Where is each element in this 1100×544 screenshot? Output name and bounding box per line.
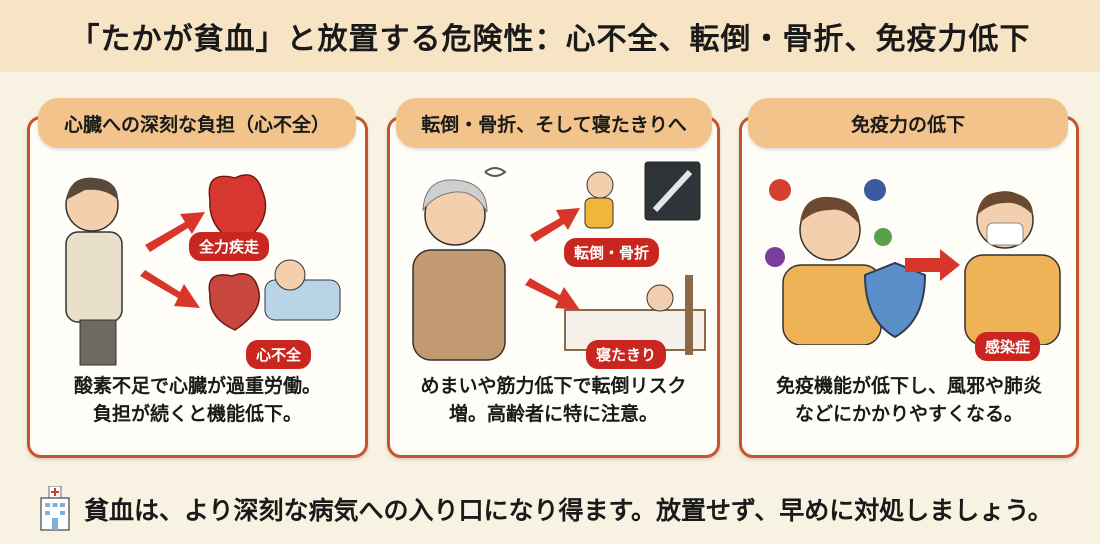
panel-description-heart: 酸素不足で心臓が過重労働。 負担が続くと機能低下。 bbox=[27, 372, 368, 428]
sleeping-patient-icon bbox=[264, 259, 341, 321]
title-banner: 「たかが貧血」と放置する危険性：心不全、転倒・骨折、免疫力低下 bbox=[0, 0, 1100, 72]
fall-fracture-illustration bbox=[412, 161, 706, 361]
desc-line: などにかかりやすくなる。 bbox=[794, 403, 1023, 425]
dizzy-elderly-woman-icon bbox=[412, 167, 507, 361]
heart-strain-illustration bbox=[65, 174, 341, 366]
shield-icon bbox=[863, 261, 927, 339]
xray-icon bbox=[644, 161, 701, 221]
badge-bedridden: 寝たきり bbox=[586, 340, 667, 369]
footer-message: 貧血は、より深刻な病気への入り口になり得ます。放置せず、早めに対処しましょう。 bbox=[40, 486, 1053, 532]
boy-icon bbox=[782, 196, 882, 345]
panel-heading-fall: 転倒・骨折、そして寝たきりへ bbox=[396, 98, 712, 148]
sick-person-mask-icon bbox=[964, 191, 1061, 345]
falling-boy-icon bbox=[584, 171, 614, 229]
desc-line: 酸素不足で心臓が過重労働。 bbox=[73, 375, 321, 397]
badge-heart-failure: 心不全 bbox=[246, 340, 312, 369]
page-title: 「たかが貧血」と放置する危険性：心不全、転倒・骨折、免疫力低下 bbox=[69, 22, 1031, 57]
panel-heading-heart: 心臓への深刻な負担（心不全） bbox=[38, 98, 356, 148]
badge-sprint: 全力疾走 bbox=[189, 232, 270, 261]
badge-fall-fracture: 転倒・骨折 bbox=[564, 238, 660, 267]
arrow-icon bbox=[140, 212, 205, 308]
badge-infection: 感染症 bbox=[975, 332, 1041, 361]
desc-line: めまいや筋力低下で転倒リスク bbox=[420, 375, 687, 397]
immunity-illustration bbox=[765, 179, 1061, 345]
desc-line: 増。高齢者に特に注意。 bbox=[448, 403, 658, 425]
hospital-icon bbox=[40, 486, 70, 531]
arrow-icon bbox=[905, 249, 960, 281]
panel-description-fall: めまいや筋力低下で転倒リスク 増。高齢者に特に注意。 bbox=[387, 372, 720, 428]
desc-line: 免疫機能が低下し、風邪や肺炎 bbox=[775, 375, 1042, 397]
virus-icon bbox=[765, 179, 892, 267]
footer-text: 貧血は、より深刻な病気への入り口になり得ます。放置せず、早めに対処しましょう。 bbox=[84, 496, 1053, 525]
arrow-icon bbox=[525, 208, 580, 310]
panel-heading-immunity: 免疫力の低下 bbox=[748, 98, 1068, 148]
tired-man-icon bbox=[65, 177, 123, 366]
panel-description-immunity: 免疫機能が低下し、風邪や肺炎 などにかかりやすくなる。 bbox=[739, 372, 1079, 428]
desc-line: 負担が続くと機能低下。 bbox=[92, 403, 302, 425]
